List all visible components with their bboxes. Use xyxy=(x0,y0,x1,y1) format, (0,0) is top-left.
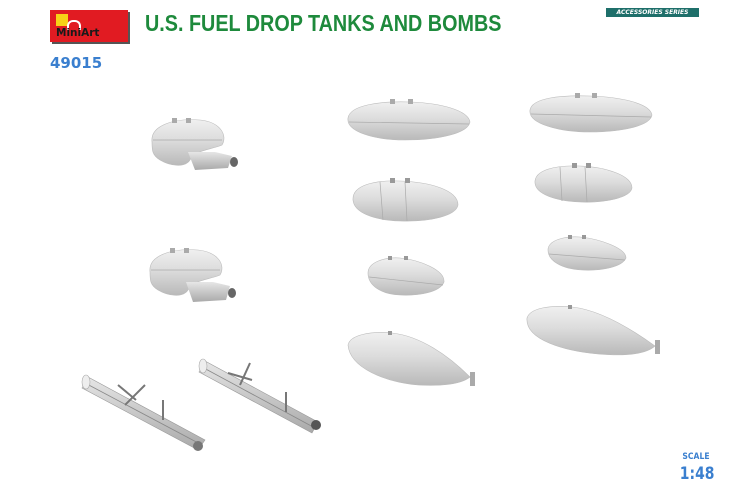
miniart-logo: MiniArt xyxy=(50,10,128,42)
scale-value: 1:48 xyxy=(679,464,715,484)
slipper-tank-icon xyxy=(151,118,238,170)
paper-drop-tank-icon xyxy=(352,178,459,222)
slipper-tank-icon xyxy=(149,248,236,302)
long-drop-tank-icon xyxy=(347,99,471,141)
brand-name: MiniArt xyxy=(56,27,100,39)
small-drop-tank-icon xyxy=(547,235,627,271)
kit-number: 49015 xyxy=(50,54,103,72)
logo-curl-icon xyxy=(67,20,81,30)
rocket-launcher-icon xyxy=(81,374,206,451)
page-title: U.S. FUEL DROP TANKS AND BOMBS xyxy=(145,10,502,36)
series-badge: ACCESSORIES SERIES xyxy=(606,8,699,17)
long-drop-tank-icon xyxy=(529,93,653,133)
teardrop-drop-tank-icon xyxy=(347,331,475,386)
small-drop-tank-icon xyxy=(367,256,445,296)
scale-label: SCALE xyxy=(682,452,710,462)
paper-drop-tank-icon xyxy=(534,163,633,203)
teardrop-drop-tank-icon xyxy=(526,305,660,356)
logo-yellow-square xyxy=(56,14,68,26)
rocket-launcher-icon xyxy=(198,358,321,434)
